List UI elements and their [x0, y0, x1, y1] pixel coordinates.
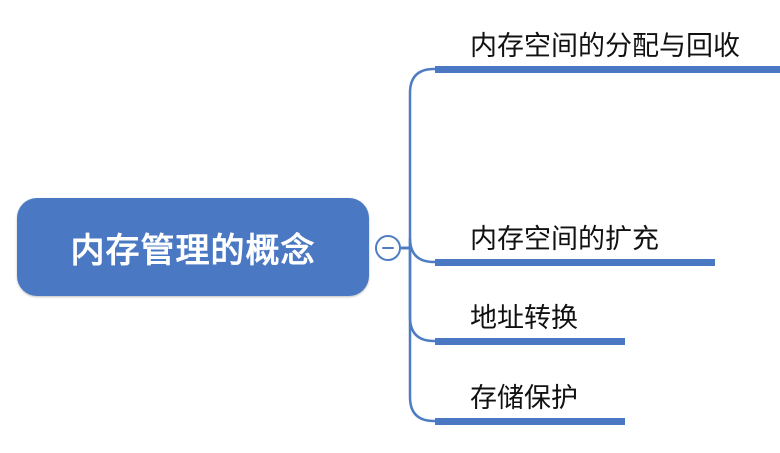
branch-node-address-translation[interactable]: 地址转换	[470, 303, 578, 334]
branch-underline-expansion	[435, 259, 715, 266]
connector-branch-1	[401, 237, 437, 264]
branch-underline-address-translation	[435, 338, 625, 345]
branch-underline-allocation	[435, 66, 780, 73]
root-node[interactable]: 内存管理的概念	[17, 198, 369, 296]
collapse-toggle-button[interactable]	[375, 235, 401, 261]
root-node-label: 内存管理的概念	[70, 230, 316, 271]
branch-node-storage-protection[interactable]: 存储保护	[470, 383, 578, 414]
branch-underline-storage-protection	[435, 418, 625, 425]
connector-branch-0	[401, 67, 437, 250]
branch-node-expansion[interactable]: 内存空间的扩充	[470, 224, 659, 255]
minus-icon	[382, 246, 394, 250]
connector-branch-3	[401, 246, 437, 423]
branch-node-allocation[interactable]: 内存空间的分配与回收	[470, 31, 740, 62]
